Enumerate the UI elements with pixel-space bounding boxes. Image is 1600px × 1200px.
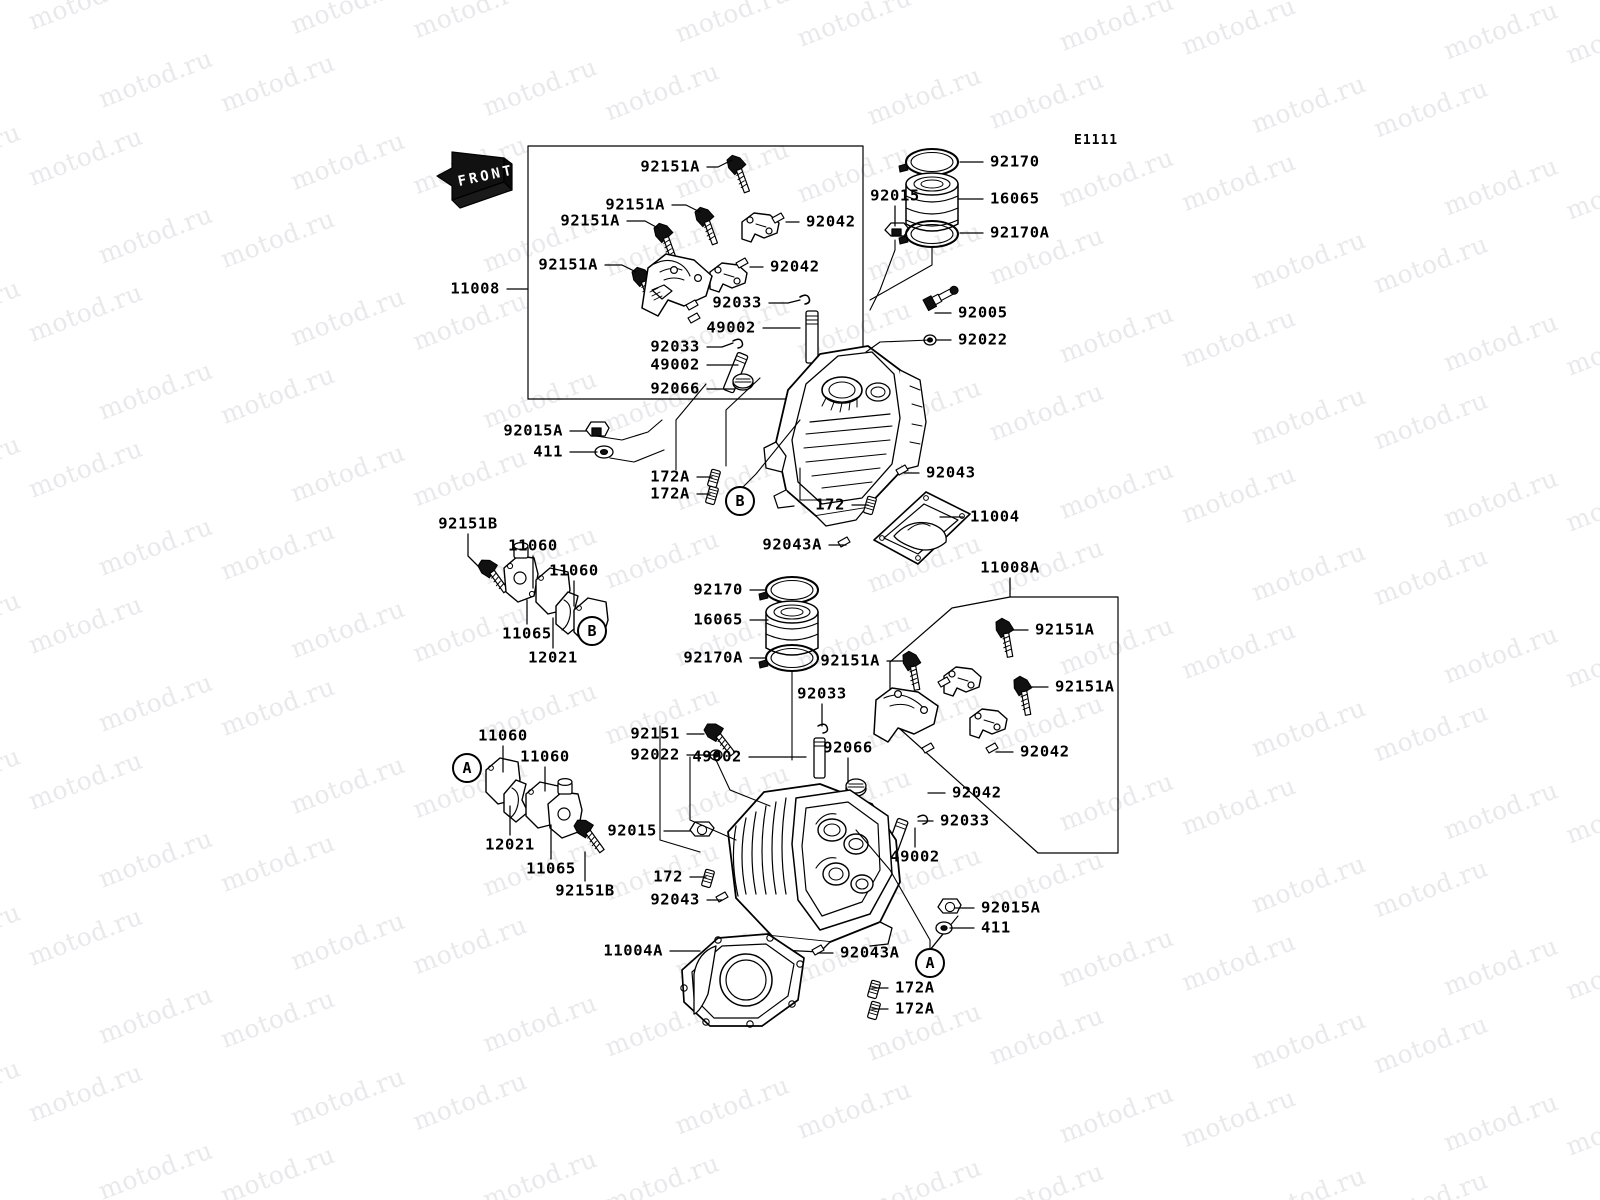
label-11065-l: 11065 <box>526 859 576 878</box>
label-92033-l2: 92033 <box>940 811 990 830</box>
label-92151a-u4: 92151A <box>538 255 598 274</box>
leader-line <box>467 533 479 567</box>
label-49002-l2: 49002 <box>890 847 940 866</box>
label-92151b-l: 92151B <box>555 881 615 900</box>
label-92033-u1: 92033 <box>712 293 762 312</box>
label-92170-u: 92170 <box>990 152 1040 171</box>
label-11060-l1: 11060 <box>478 726 528 745</box>
label-11065-m: 11065 <box>502 624 552 643</box>
label-92151b-m: 92151B <box>438 514 498 533</box>
callout-a-middle: A <box>452 753 482 783</box>
label-92043-u: 92043 <box>926 463 976 482</box>
callout-a-lower: A <box>915 948 945 978</box>
label-92151a-l2: 92151A <box>820 651 880 670</box>
label-92043a-l: 92043A <box>840 943 900 962</box>
label-92151a-u2: 92151A <box>605 195 665 214</box>
label-92151a-u1: 92151A <box>640 157 700 176</box>
callout-b-upper: B <box>725 486 755 516</box>
label-11008: 11008 <box>450 279 500 298</box>
label-11060-m2: 11060 <box>549 561 599 580</box>
label-411-l: 411 <box>981 918 1011 937</box>
leader-line <box>604 264 637 273</box>
label-92170a-u: 92170A <box>990 223 1050 242</box>
label-172a-l2: 172A <box>895 999 935 1018</box>
label-92015-u: 92015 <box>870 186 920 205</box>
sheet-code: E1111 <box>1074 133 1119 148</box>
label-49002-l1: 49002 <box>692 747 742 766</box>
label-92151a-l3: 92151A <box>1055 677 1115 696</box>
label-92015-l: 92015 <box>607 821 657 840</box>
label-49002-u2: 49002 <box>650 355 700 374</box>
leader-line <box>671 204 701 213</box>
label-11004: 11004 <box>970 507 1020 526</box>
label-92042-l1: 92042 <box>1020 742 1070 761</box>
label-49002-u1: 49002 <box>706 318 756 337</box>
label-92043-l: 92043 <box>650 890 700 909</box>
label-12021-m: 12021 <box>528 648 578 667</box>
label-172-u: 172 <box>815 495 845 514</box>
label-16065-u: 16065 <box>990 189 1040 208</box>
label-92005: 92005 <box>958 303 1008 322</box>
label-172-l: 172 <box>653 867 683 886</box>
label-11060-l2: 11060 <box>520 747 570 766</box>
label-92066-l: 92066 <box>823 738 873 757</box>
label-92042-u1: 92042 <box>806 212 856 231</box>
label-92066-u: 92066 <box>650 379 700 398</box>
label-172a-l1: 172A <box>895 978 935 997</box>
label-12021-l: 12021 <box>485 835 535 854</box>
label-92042-u2: 92042 <box>770 257 820 276</box>
label-92151-l: 92151 <box>630 724 680 743</box>
label-92043a-u: 92043A <box>762 535 822 554</box>
label-92015a-u: 92015A <box>503 421 563 440</box>
leader-line <box>626 220 659 229</box>
label-92033-l1: 92033 <box>797 684 847 703</box>
label-92042-l2: 92042 <box>952 783 1002 802</box>
label-92170a-m: 92170A <box>683 648 743 667</box>
label-11060-m1: 11060 <box>508 536 558 555</box>
label-92151a-u3: 92151A <box>560 211 620 230</box>
label-172a-u2: 172A <box>650 484 690 503</box>
label-92151a-l1: 92151A <box>1035 620 1095 639</box>
label-11008a: 11008A <box>980 558 1040 577</box>
leader-line <box>768 299 801 304</box>
label-411-u: 411 <box>533 442 563 461</box>
label-16065-m: 16065 <box>693 610 743 629</box>
label-92170-m: 92170 <box>693 580 743 599</box>
label-92022-l: 92022 <box>630 745 680 764</box>
label-172a-u1: 172A <box>650 467 690 486</box>
label-92015a-l: 92015A <box>981 898 1041 917</box>
label-11004a: 11004A <box>603 941 663 960</box>
callout-b-middle: B <box>577 616 607 646</box>
leader-line <box>706 342 734 348</box>
label-92022-u: 92022 <box>958 330 1008 349</box>
leader-line <box>706 159 733 168</box>
label-92033-u2: 92033 <box>650 337 700 356</box>
